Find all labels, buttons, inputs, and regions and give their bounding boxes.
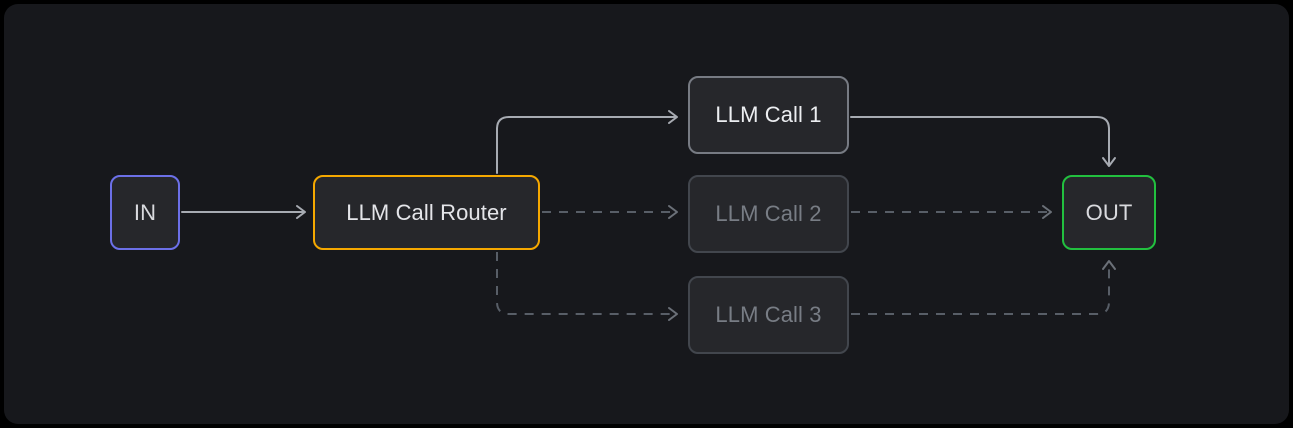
arrowhead-in-to-router [296, 205, 306, 219]
node-in-label: IN [133, 199, 157, 225]
edge-router-to-call3 [496, 252, 675, 315]
node-llm-call-2-label: LLM Call 2 [715, 201, 822, 226]
node-llm-call-3-label: LLM Call 3 [715, 302, 822, 327]
node-in[interactable]: IN [110, 175, 180, 250]
node-llm-call-router[interactable]: LLM Call Router [313, 175, 540, 250]
arrowhead-call1-to-out [1102, 157, 1116, 167]
edge-router-to-call1 [496, 116, 677, 174]
arrowhead-router-to-call2 [668, 205, 678, 219]
edge-call1-to-out [850, 116, 1110, 166]
node-llm-call-1-label: LLM Call 1 [715, 102, 822, 127]
node-out-label: OUT [1085, 199, 1133, 225]
edge-layer [181, 110, 1116, 321]
arrowhead-call2-to-out [1042, 205, 1052, 219]
node-llm-call-router-label: LLM Call Router [346, 199, 507, 225]
arrowhead-call3-to-out [1102, 260, 1116, 270]
node-llm-call-1[interactable]: LLM Call 1 [688, 76, 849, 154]
node-llm-call-2[interactable]: LLM Call 2 [688, 175, 849, 253]
node-llm-call-3[interactable]: LLM Call 3 [688, 276, 849, 354]
arrowhead-router-to-call1 [668, 110, 678, 124]
diagram-canvas: IN LLM Call Router LLM Call 1 LLM Call 2… [4, 4, 1289, 424]
node-out[interactable]: OUT [1062, 175, 1156, 250]
arrowhead-router-to-call3 [668, 307, 678, 321]
edge-call3-to-out [851, 262, 1110, 315]
